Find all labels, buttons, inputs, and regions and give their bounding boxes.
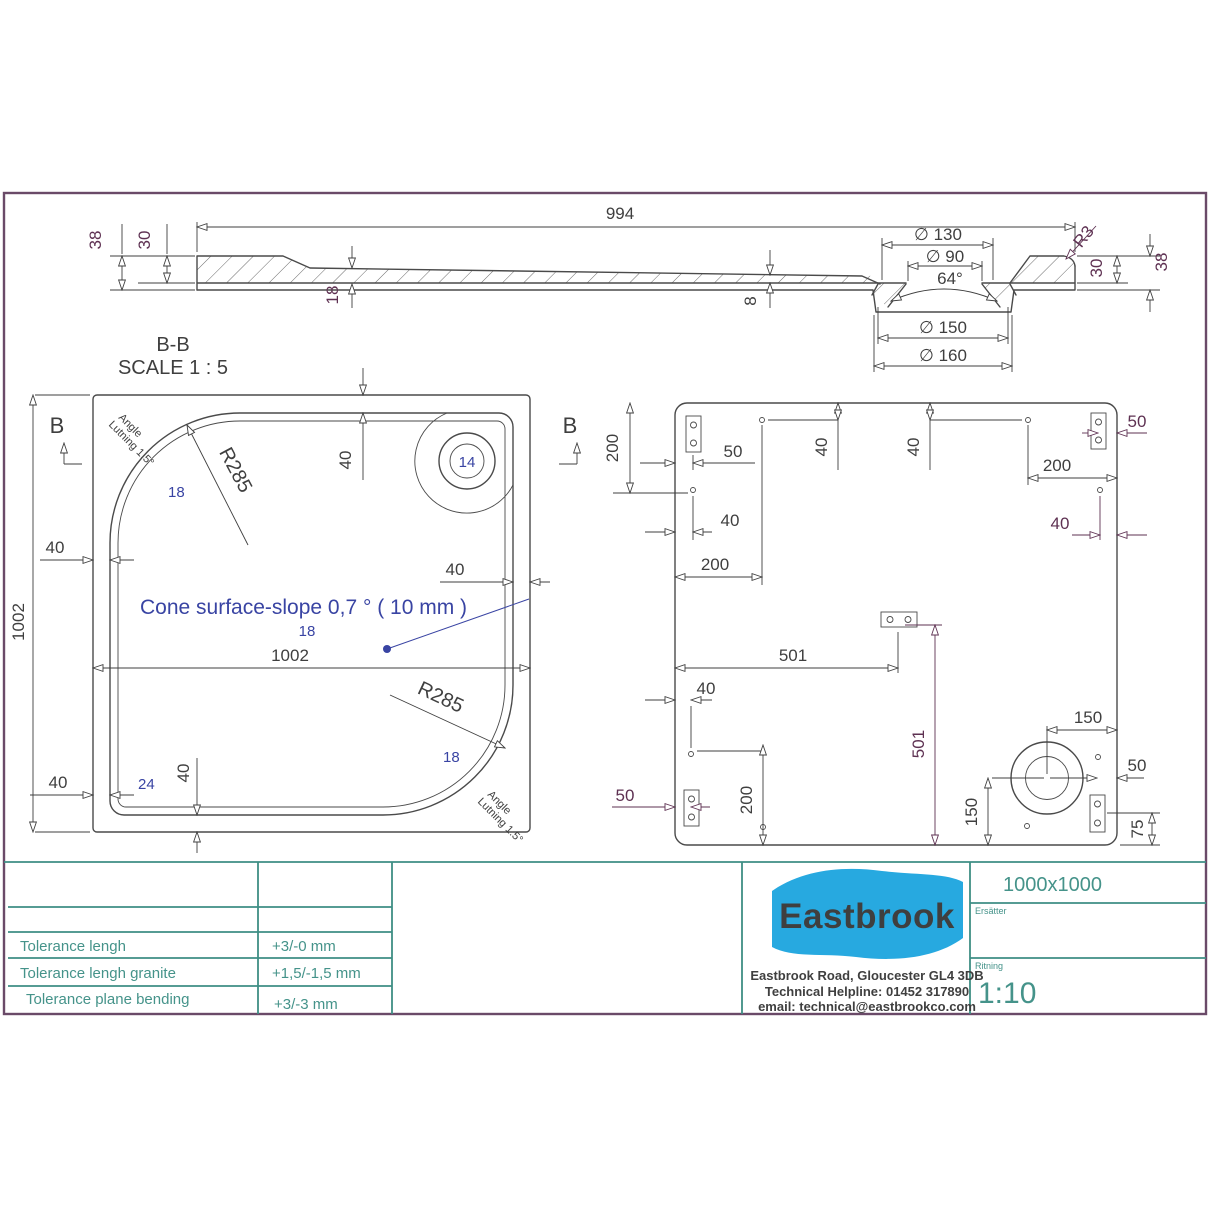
section-marker-b-left: B — [50, 413, 65, 438]
dim-50-bottom-left: 50 — [616, 786, 635, 805]
dim-200-left: 200 — [701, 555, 729, 574]
dim-200-top-left: 200 — [603, 434, 622, 462]
dim-200-bottom: 200 — [737, 786, 756, 814]
dim-height-1002: 1002 — [9, 603, 28, 641]
brand-helpline: Technical Helpline: 01452 317890 — [765, 984, 969, 999]
tolerance-row-label: Tolerance lengh — [20, 938, 126, 955]
label-waste-depth-14: 14 — [459, 454, 476, 471]
label-depth-24-bl: 24 — [138, 776, 155, 793]
sheet-border — [2, 191, 1208, 1016]
tolerance-row-label: Tolerance lengh granite — [20, 965, 176, 982]
brand-email: email: technical@eastbrookco.com — [758, 999, 976, 1014]
brand-logo: Eastbrook — [772, 868, 963, 959]
dim-150-vertical: 150 — [962, 798, 981, 826]
tolerance-row-value: +3/-3 mm — [274, 996, 338, 1013]
dim-dia-130: ∅ 130 — [914, 225, 962, 244]
fixing-brackets — [683, 412, 1107, 833]
dim-angle-64: 64° — [937, 269, 963, 288]
dim-edge-height-38-left: 38 — [86, 231, 105, 250]
dim-150-horizontal: 150 — [1074, 708, 1102, 727]
dim-40-top-b: 40 — [904, 438, 923, 457]
dim-501-vertical: 501 — [909, 730, 928, 758]
dim-rim-bottom-40: 40 — [174, 764, 193, 783]
replaces-field-label: Ersätter — [975, 906, 1007, 916]
dim-50-top-left: 50 — [724, 442, 743, 461]
cone-slope-note: Cone surface-slope 0,7 ° ( 10 mm ) — [140, 596, 467, 619]
cone-center-dot — [383, 645, 391, 653]
dim-edge-height-30-left: 30 — [135, 231, 154, 250]
label-depth-18-br: 18 — [443, 749, 460, 766]
dim-501-horizontal: 501 — [779, 646, 807, 665]
tolerance-row-label: Tolerance plane bending — [26, 991, 189, 1008]
tolerance-row-value: +3/-0 mm — [272, 938, 336, 955]
brand-contact: Eastbrook Road, Gloucester GL4 3DB Techn… — [750, 968, 983, 1014]
dim-40-top-a: 40 — [812, 438, 831, 457]
label-depth-18-center: 18 — [299, 623, 316, 640]
dim-rim-bottom-left-40: 40 — [49, 773, 68, 792]
dim-edge-height-38-right: 38 — [1152, 253, 1171, 272]
dim-overall-length: 994 — [606, 204, 634, 223]
tolerance-row-value: +1,5/-1,5 mm — [272, 965, 361, 982]
dim-thickness-18: 18 — [323, 286, 342, 305]
tolerance-table: Tolerance lengh +3/-0 mm Tolerance lengh… — [20, 938, 361, 1013]
dim-75-bottom-right: 75 — [1128, 820, 1147, 839]
dim-rim-left-40: 40 — [46, 538, 65, 557]
brand-name: Eastbrook — [779, 897, 955, 936]
dim-50-top-right: 50 — [1128, 412, 1147, 431]
dim-dia-150: ∅ 150 — [919, 318, 967, 337]
dim-40-right: 40 — [1051, 514, 1070, 533]
dim-rim-top-40: 40 — [336, 451, 355, 470]
brand-address: Eastbrook Road, Gloucester GL4 3DB — [750, 968, 983, 983]
section-label: B-B — [156, 334, 189, 356]
dim-dia-90: ∅ 90 — [926, 247, 964, 266]
dim-40-middle: 40 — [697, 679, 716, 698]
dim-dia-160: ∅ 160 — [919, 346, 967, 365]
section-scale-label: SCALE 1 : 5 — [118, 357, 228, 379]
drawing-field-label: Ritning — [975, 961, 1003, 971]
dim-rim-right-40: 40 — [446, 560, 465, 579]
fixing-view: 200 50 40 200 40 40 200 50 40 501 — [603, 403, 1160, 845]
dim-edge-height-30-right: 30 — [1087, 259, 1106, 278]
plan-view: 14 B B Angle Lutning 1.5° Angle Lutning … — [9, 368, 577, 853]
product-size: 1000x1000 — [1003, 874, 1102, 896]
dim-width-1002: 1002 — [271, 646, 309, 665]
label-depth-18-tl: 18 — [168, 484, 185, 501]
title-block: Tolerance lengh +3/-0 mm Tolerance lengh… — [4, 861, 1206, 1014]
eastbrook-flag-shape — [772, 868, 963, 959]
section-marker-b-right: B — [563, 413, 578, 438]
dim-40-left: 40 — [721, 511, 740, 530]
dim-50-bottom-right: 50 — [1128, 756, 1147, 775]
drawing-scale: 1:10 — [978, 977, 1036, 1010]
dim-thickness-8: 8 — [741, 296, 760, 305]
section-view: 994 38 30 18 8 ∅ 130 ∅ 90 64° ∅ 150 — [86, 204, 1171, 379]
dim-200-top-right: 200 — [1043, 456, 1071, 475]
